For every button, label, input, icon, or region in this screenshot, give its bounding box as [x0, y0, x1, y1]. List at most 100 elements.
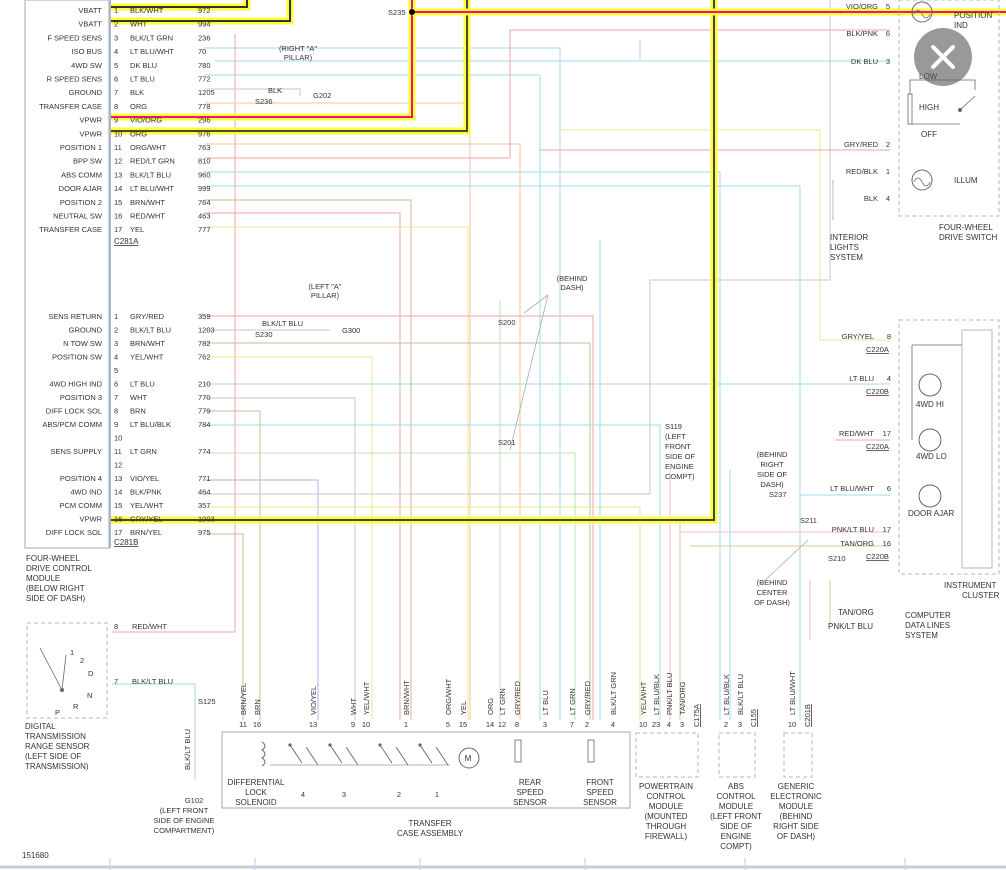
c281b-label-11: SENS SUPPLY [50, 447, 102, 456]
c281a-pin-10: 10 [114, 129, 122, 138]
c281b-circuit-15: 357 [198, 501, 211, 510]
lamp-label-1: 4WD LO [916, 452, 947, 461]
cluster-conn-2: C220A [866, 442, 889, 451]
tc-pin-14: 14 [486, 720, 494, 729]
c281b-wire-4: YEL/WHT [130, 353, 164, 362]
hl-vbatt-972 [110, 0, 248, 8]
behind-right-dash-1: RIGHT [760, 460, 784, 469]
c281a-pin-2: 2 [114, 20, 118, 29]
c281b-pin-1: 1 [114, 312, 118, 321]
data-line-wire-1: TAN/ORG [838, 608, 874, 617]
wire-brn [205, 410, 261, 720]
behind-right-dash-3: DASH) [760, 480, 784, 489]
s210-leader [759, 539, 809, 586]
wire-blk-lt-blu-dtrs [112, 683, 196, 700]
c281b-circuit-3: 782 [198, 339, 211, 348]
cluster-conn-5: C220B [866, 552, 889, 561]
s119-note-1: FRONT [665, 442, 691, 451]
c281a-wire-3: BLK/LT GRN [130, 33, 173, 42]
close-button[interactable] [914, 28, 972, 86]
wire-brn-wht [205, 199, 412, 720]
motor-symbol: M [465, 754, 472, 763]
tc-pin-12: 12 [498, 720, 506, 729]
c281b-wire-8: BRN [130, 407, 146, 416]
c281a-pin-16: 16 [114, 212, 122, 221]
s119-note-2: SIDE OF [665, 452, 695, 461]
s201-leader [509, 294, 549, 451]
c281a-pin-15: 15 [114, 198, 122, 207]
c281b-pin-17: 17 [114, 528, 122, 537]
c281b-pin-10: 10 [114, 434, 122, 443]
c281b-label-1: SENS RETURN [48, 312, 102, 321]
interior-lights-3: SYSTEM [830, 253, 863, 262]
c281a-circuit-9: 296 [198, 116, 211, 125]
tc-switch-pivot-0 [288, 743, 292, 747]
c281b-pin-5: 5 [114, 366, 118, 375]
diff-lock-label-0: DIFFERENTIAL [228, 778, 285, 787]
g102-note-1: SIDE OF ENGINE [154, 816, 215, 825]
dtrs-label-2: RANGE SENSOR [25, 742, 90, 751]
tc-pin-4: 4 [611, 720, 615, 729]
transfer-case-switches [288, 743, 449, 766]
c281a-label-10: VPWR [80, 129, 103, 138]
gem-label-0: GENERIC [778, 782, 815, 791]
c281a-label-3: F SPEED SENS [47, 33, 102, 42]
ground-g202: G202 [313, 91, 331, 100]
c281b-label-4: POSITION SW [52, 353, 103, 362]
tc-wire-2: GRY/RED [583, 680, 592, 715]
c281b-wire-1: GRY/RED [130, 312, 165, 321]
tc-switch-blade2-0 [305, 746, 319, 766]
tc-switch-blade-3 [419, 744, 433, 764]
gem-box [783, 732, 813, 778]
c281a-wire-8: ORG [130, 102, 147, 111]
pcm-wire-0: YEL/WHT [639, 681, 648, 715]
ground-g102: G102 [185, 796, 203, 805]
c281a-circuit-4: 70 [198, 47, 206, 56]
abs-label-2: MODULE [719, 802, 753, 811]
dtrs-pin-8: 8 [114, 622, 118, 631]
diff-lock-label-2: SOLENOID [235, 798, 277, 807]
cluster-pin-2: 17 [883, 429, 891, 438]
connector-c281a: C281A [114, 237, 139, 246]
tc-wire-4: BLK/LT GRN [609, 672, 618, 715]
c281a-circuit-5: 780 [198, 61, 211, 70]
wire-blk-pnk [205, 0, 831, 495]
gem-pin-10: 10 [788, 720, 796, 729]
module-label-line-3: (BELOW RIGHT [26, 584, 85, 593]
c281a-label-1: VBATT [78, 6, 102, 15]
switch-wire-5: VIO/ORG [846, 2, 878, 11]
switch-wire-4: BLK [864, 194, 878, 203]
tc-switch-blade-0 [289, 744, 303, 764]
wire-lt-blu-blk [205, 424, 661, 720]
tc-pin-2: 2 [585, 720, 589, 729]
c281a-pin-6: 6 [114, 75, 118, 84]
g102-note-0: (LEFT FRONT [160, 806, 209, 815]
c281a-wire-12: RED/LT GRN [130, 157, 175, 166]
rear-speed-label-0: REAR [519, 778, 541, 787]
c281b-circuit-8: 779 [198, 407, 211, 416]
cluster-wire-3: LT BLU/WHT [830, 484, 874, 493]
c281b-pin-14: 14 [114, 488, 122, 497]
gem-label-3: (BEHIND [780, 812, 813, 821]
c281a-label-17: TRANSFER CASE [39, 225, 102, 234]
splice-s125: S125 [198, 697, 216, 706]
switch-pin-5: 5 [886, 2, 890, 11]
c281b-pin-15: 15 [114, 501, 122, 510]
tc-wire-11: BRN/YEL [239, 683, 248, 715]
pcm-pin-4: 4 [667, 720, 671, 729]
c281a-wire-6: LT BLU [130, 75, 155, 84]
transfer-case-label-0: TRANSFER [408, 819, 451, 828]
c281b-pin-9: 9 [114, 420, 118, 429]
cluster-wire-5: TAN/ORG [840, 539, 874, 548]
behind-dash-1: (BEHIND [557, 274, 588, 283]
tc-wire-14: ORG [486, 698, 495, 715]
c281a-pin-7: 7 [114, 88, 118, 97]
gem-label-4: RIGHT SIDE [773, 822, 819, 831]
c281a-pin-1: 1 [114, 6, 118, 15]
cluster-conn-1: C220B [866, 387, 889, 396]
wire-yel-wht [205, 356, 373, 720]
